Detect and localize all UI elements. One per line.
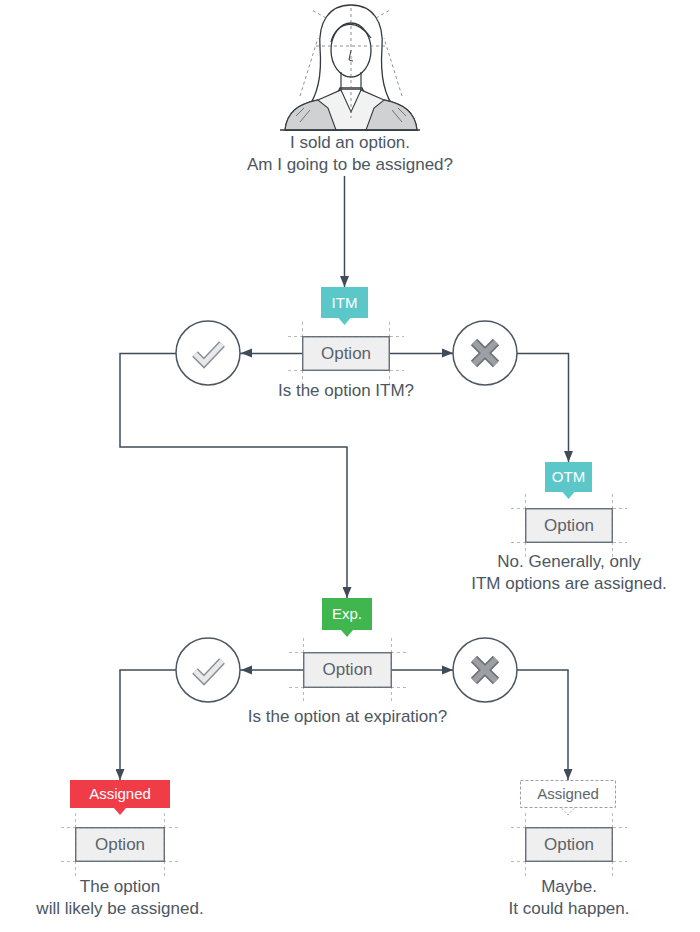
cross-mark [474,659,496,681]
tag-fill [70,780,170,808]
decision-no [442,321,517,385]
tag-label: Exp. [322,598,372,630]
caption-text: Is the option at expiration? [248,706,447,728]
hair-outline [306,5,396,110]
check-mark [195,661,222,680]
tag-fill [545,462,592,492]
option-label: Option [525,827,613,862]
decision-no [442,638,517,702]
box-outline [304,653,392,688]
caption-text: Is the option ITM? [278,380,414,402]
option-label: Option [302,336,390,371]
option-box: OptionMaybe. It could happen. [525,827,613,862]
tag-outline [521,781,616,808]
yes-circle [176,638,240,702]
neck-line [341,72,361,92]
nose-line [349,50,353,61]
cross-mark [474,342,496,364]
option-label: Option [525,508,613,543]
question-text: I sold an option. Am I going to be assig… [240,132,460,176]
tag-label: OTM [545,462,592,492]
caption-text: The option will likely be assigned. [36,876,203,920]
box-outline [76,828,165,862]
hair-bangs [331,24,371,42]
tag-pointer [563,492,575,499]
decision-yes [176,321,252,385]
status-tag: OTM [545,462,592,492]
arrow-head [442,349,453,358]
construction-line [300,8,402,118]
arrow-head [241,349,252,358]
box-outline [526,828,613,862]
question-node: I sold an option. Am I going to be assig… [240,0,460,176]
option-box: OptionThe option will likely be assigned… [75,827,165,862]
cross-mark [474,659,496,681]
tag-label: Assigned [520,780,616,808]
status-tag: Assigned [520,780,616,808]
body-outline [285,90,417,130]
shirt-collar [341,90,361,112]
option-label: Option [75,827,165,862]
tag-pointer [114,808,126,815]
option-box: OptionIs the option ITM? [302,336,390,371]
tag-fill [321,287,368,318]
blazer-left [285,100,336,130]
option-label: Option [303,652,392,688]
guide-line [289,638,406,702]
blazer-hatching [296,108,406,122]
cross-mark [474,342,496,364]
option-box: OptionIs the option at expiration? [303,652,392,688]
caption-text: No. Generally, only ITM options are assi… [471,551,667,595]
blazer-right [366,100,417,130]
guide-line [511,813,627,876]
tag-label: ITM [321,287,368,318]
option-box: OptionNo. Generally, only ITM options ar… [525,508,613,543]
tag-fill [322,598,372,630]
status-tag: ITM [321,287,368,318]
base-line [280,129,420,130]
arrow-head [241,666,252,675]
status-tag: Assigned [70,780,170,808]
check-mark [195,661,222,680]
check-mark [195,344,222,363]
box-outline [526,509,613,543]
no-circle [453,638,517,702]
caption-text: Maybe. It could happen. [509,876,630,920]
guide-line [511,494,627,557]
flow-arrow [344,176,346,287]
tag-pointer [339,318,351,325]
yes-circle [176,321,240,385]
guide-line [288,322,404,385]
person-illustration [280,5,420,130]
status-tag: Exp. [322,598,372,630]
flow-arrow [390,354,569,463]
tag-pointer [562,809,574,816]
box-outline [303,337,390,371]
decision-yes [176,638,252,702]
face-outline [331,23,371,77]
check-mark [195,344,222,363]
no-circle [453,321,517,385]
tag-pointer [341,630,353,637]
arrow-head [442,666,453,675]
tag-label: Assigned [70,780,170,808]
guide-line [61,813,179,876]
